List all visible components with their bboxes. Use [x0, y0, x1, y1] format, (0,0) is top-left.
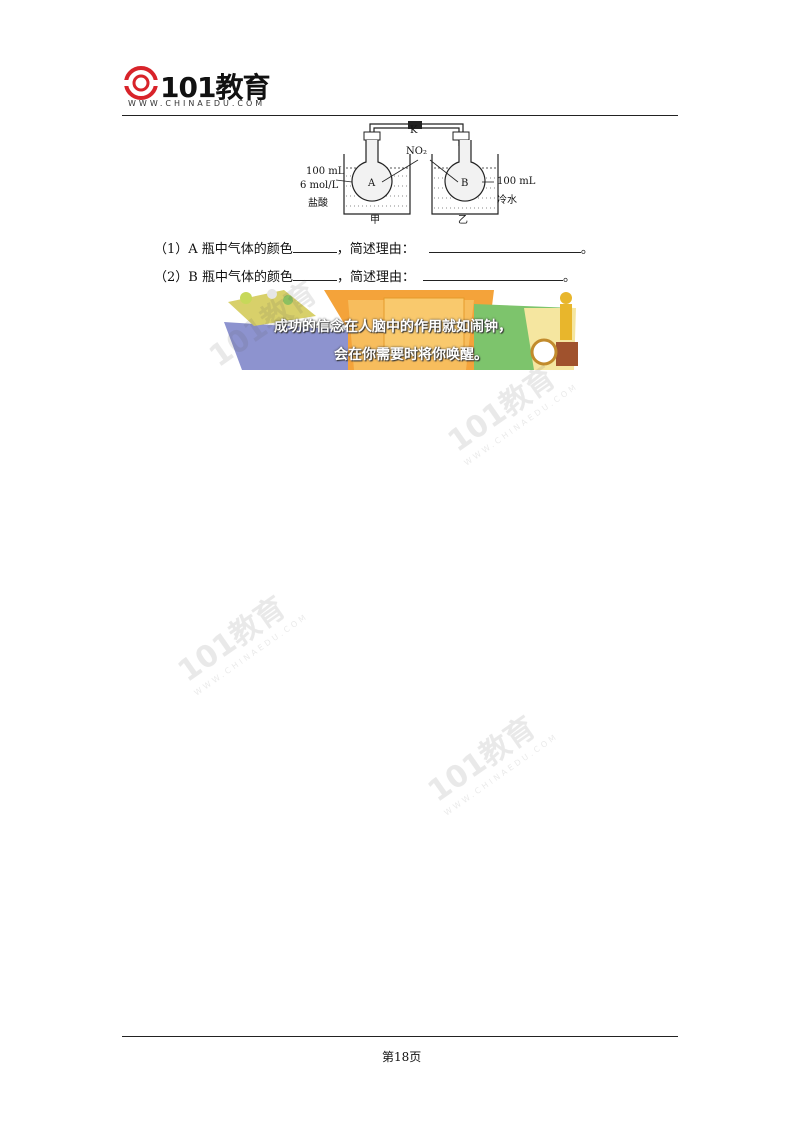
question-2: （2）B 瓶中气体的颜色 ，简述理由： 。: [154, 266, 576, 285]
question-1-reason-blank[interactable]: [428, 240, 581, 253]
right-volume-label: 100 mL: [497, 176, 536, 187]
banner-line-2: 会在你需要时将你唤醒。: [334, 347, 488, 363]
banner-line-1: 成功的信念在人脑中的作用就如闹钟，: [274, 319, 512, 335]
alarm-clock-icon: [530, 338, 558, 366]
question-1: （1）A 瓶中气体的颜色 ，简述理由： 。: [154, 238, 594, 257]
question-1-middle: ，简述理由：: [336, 242, 415, 257]
page-number: 第18页: [382, 1050, 422, 1064]
logo-text: 101教育: [160, 71, 270, 104]
apparatus-diagram: [335, 121, 499, 215]
gas-label: NO₂: [406, 146, 427, 157]
motivational-banner: 成功的信念在人脑中的作用就如闹钟， 会在你需要时将你唤醒。: [224, 286, 588, 374]
brand-logo: 101教育 WWW.CHINAEDU.COM: [124, 64, 284, 110]
flask-a-label: A: [368, 178, 376, 189]
left-caption: 甲: [370, 215, 380, 226]
valve-label: K: [410, 125, 418, 136]
question-2-reason-blank[interactable]: [422, 268, 563, 281]
left-solution-label: 盐酸: [308, 198, 328, 209]
question-2-prefix: （2）B 瓶中气体的颜色: [154, 270, 293, 285]
question-2-end: 。: [562, 270, 576, 285]
watermark-3: 101教育 WWW.CHINAEDU.COM: [167, 575, 310, 697]
question-1-color-blank[interactable]: [292, 240, 337, 253]
left-volume-label: 100 mL: [306, 166, 345, 177]
header-rule: [122, 115, 678, 116]
question-1-end: 。: [580, 242, 594, 257]
logo-mark-icon: [124, 66, 158, 100]
right-solution-label: 冷水: [497, 195, 517, 206]
left-concentration-label: 6 mol/L: [300, 180, 339, 191]
question-2-middle: ，简述理由：: [336, 270, 415, 285]
question-2-color-blank[interactable]: [292, 268, 337, 281]
footer-rule: [122, 1036, 678, 1037]
banner-illustration: [224, 289, 578, 370]
valve-icon: [408, 121, 422, 129]
question-1-prefix: （1）A 瓶中气体的颜色: [154, 242, 293, 257]
right-caption: 乙: [458, 215, 468, 226]
logo-url: WWW.CHINAEDU.COM: [128, 99, 266, 108]
watermark-4: 101教育 WWW.CHINAEDU.COM: [417, 695, 560, 817]
flask-b-label: B: [461, 178, 469, 189]
